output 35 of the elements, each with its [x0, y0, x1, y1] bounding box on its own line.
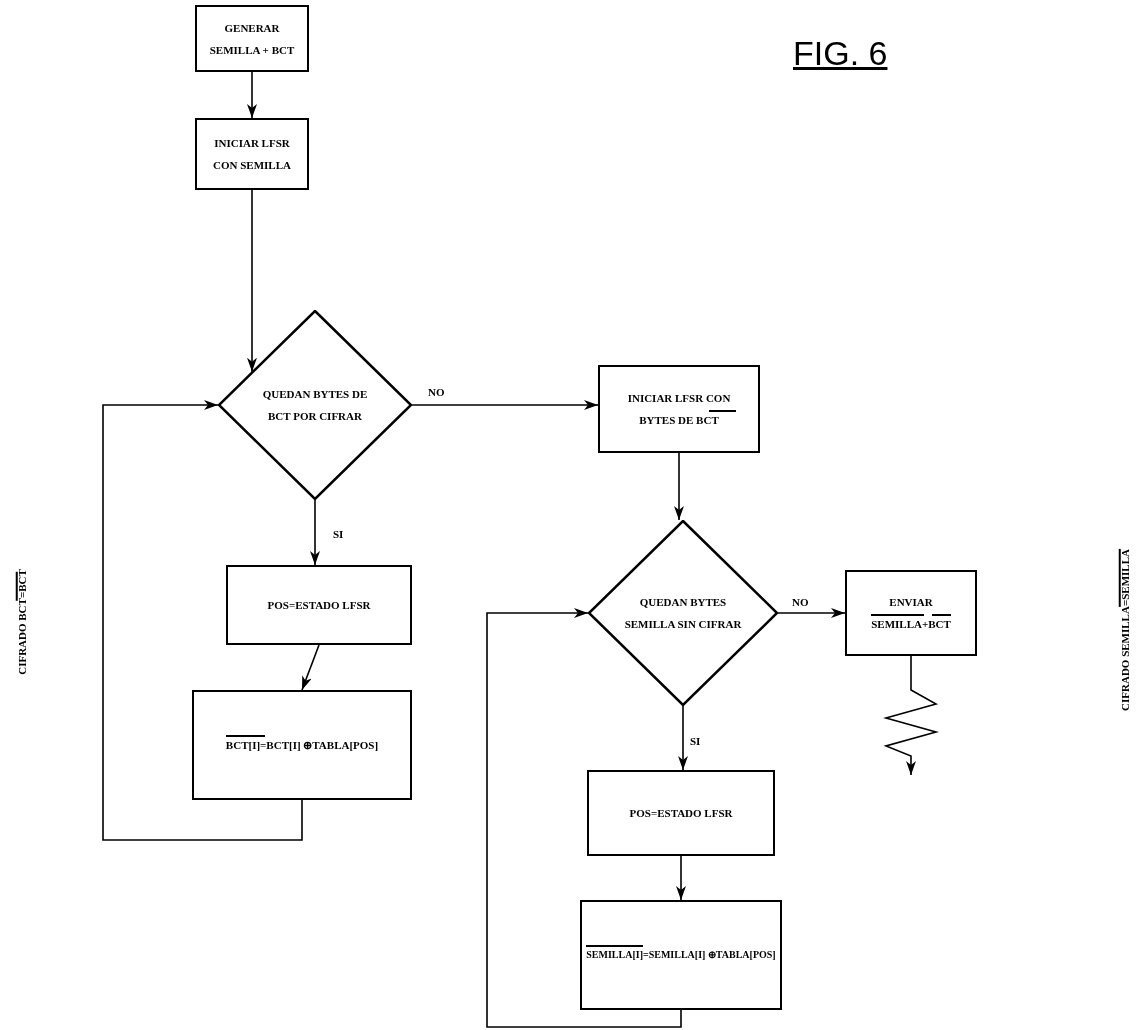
node-text: ENVIAR SEMILLA+BCT — [871, 595, 951, 632]
node-text: INICIAR LFSR CON BYTES DE BCT — [622, 387, 736, 431]
arrow — [102, 400, 303, 841]
vertical-note: CIFRADO SEMILLA=SEMILLA — [1117, 549, 1132, 711]
node-text: QUEDAN BYTES DE BCT POR CIFRAR — [261, 387, 369, 424]
node-text: QUEDAN BYTES SEMILLA SIN CIFRAR — [623, 595, 743, 632]
process-box — [587, 770, 775, 856]
process-box — [580, 900, 782, 1010]
node-text: GENERAR SEMILLA + BCT — [208, 20, 296, 58]
arrow — [486, 608, 682, 1028]
arrow — [310, 499, 320, 566]
arrow — [247, 189, 257, 373]
process-box — [226, 565, 412, 645]
figure-title: FIG. 6 — [793, 33, 888, 74]
node-text: BCT[I]=BCT[I] ⊕TABLA[POS] — [225, 734, 379, 756]
node-text: POS=ESTADO LFSR — [267, 598, 371, 613]
process-box — [195, 5, 309, 72]
arrow — [301, 644, 320, 691]
arrow — [247, 71, 257, 119]
node-text: SEMILLA[I]=SEMILLA[I] ⊕TABLA[POS] — [586, 944, 776, 966]
node-text: INICIAR LFSR CON SEMILLA — [212, 136, 292, 173]
decision-diamond — [218, 310, 412, 500]
arrow — [674, 452, 684, 521]
arrow — [411, 400, 599, 410]
arrow — [777, 608, 846, 618]
vertical-note: CIFRADO BCT=BCT — [14, 569, 29, 675]
decision-diamond — [588, 520, 778, 706]
process-box — [845, 570, 977, 656]
process-box — [195, 118, 309, 190]
node-text: POS=ESTADO LFSR — [629, 806, 733, 821]
process-box — [598, 365, 760, 453]
zigzag-arrow — [883, 655, 939, 776]
arrow — [676, 855, 686, 901]
arrow — [678, 705, 688, 771]
process-box — [192, 690, 412, 800]
